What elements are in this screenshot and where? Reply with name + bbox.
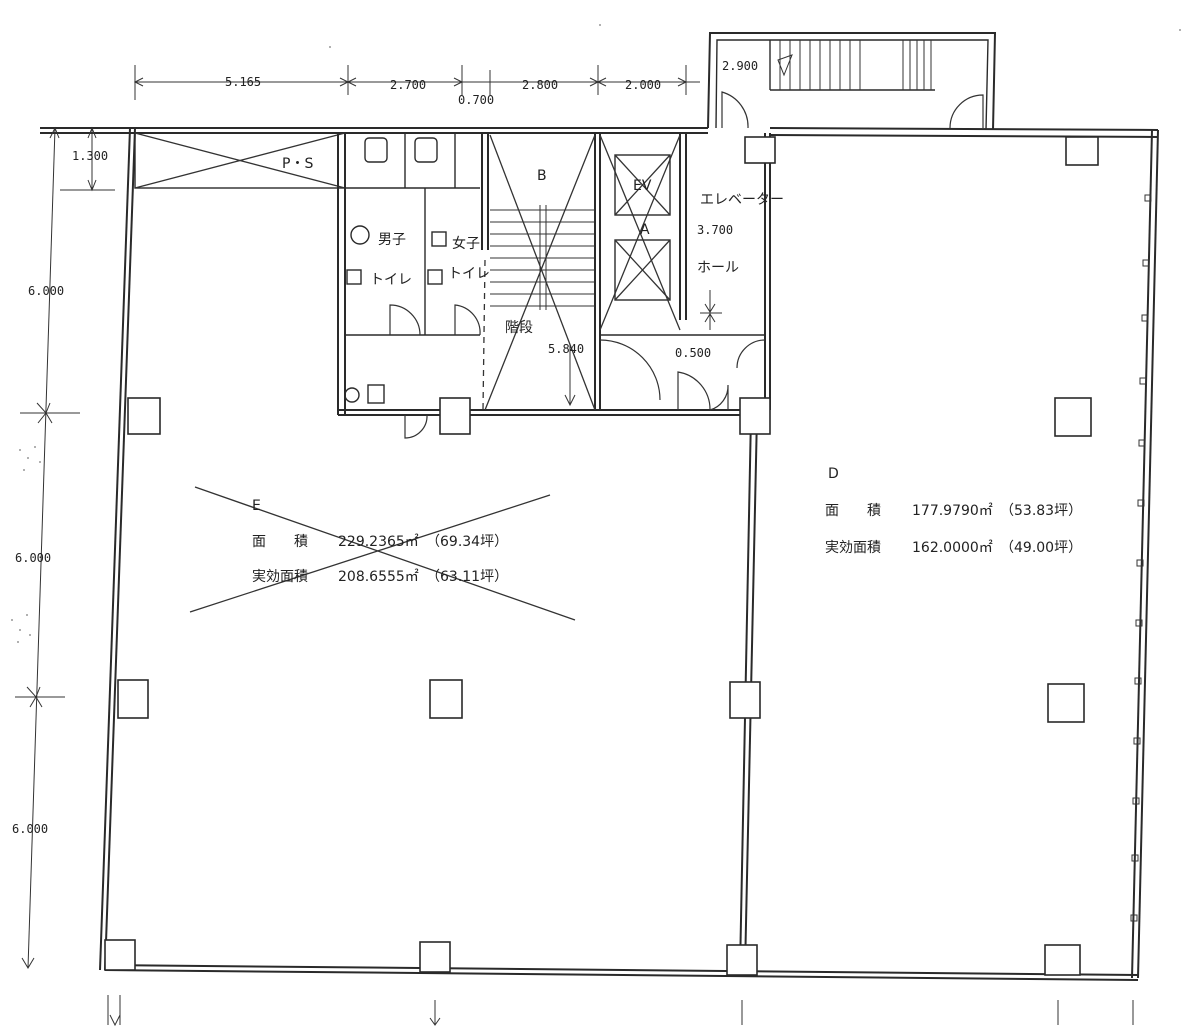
dim-top-1: 5.165 [225, 75, 261, 89]
dim-hall-width: 3.700 [697, 223, 733, 237]
dim-top-6: 2.900 [722, 59, 758, 73]
dim-top-4: 2.800 [522, 78, 558, 92]
unit-d: D 面 積 177.9790㎡ （53.83坪） 実効面積 162.0000㎡ … [825, 466, 1082, 556]
dim-top-5: 2.000 [625, 78, 661, 92]
elevator-hall-label-1: エレベーター [700, 192, 784, 208]
elevator-shafts: EV A [599, 134, 681, 331]
womens-label-1: 女子 [452, 235, 480, 252]
womens-label-2: トイレ [448, 266, 490, 282]
unit-e-area: 229.2365㎡ [338, 534, 419, 550]
unit-e-area-tsubo: （69.34坪） [426, 534, 508, 550]
core-walls [337, 133, 771, 416]
dim-core-depth: 5.840 [548, 342, 584, 356]
unit-e: E 面 積 229.2365㎡ （69.34坪） 実効面積 208.6555㎡ … [189, 486, 576, 621]
right-wall-ticks [1130, 194, 1152, 922]
stairs-label: 階段 [505, 320, 533, 336]
stair-b-label: B [537, 168, 547, 184]
elevator-hall-label-2: ホール [697, 260, 739, 276]
dim-left-4: 6.000 [12, 822, 48, 836]
dim-left-2: 6.000 [28, 284, 64, 298]
scan-noise [11, 24, 1181, 643]
dim-top-2: 2.700 [390, 78, 426, 92]
columns [104, 136, 1099, 976]
top-dimension-line: 5.165 2.700 0.700 2.800 2.000 2.900 [133, 59, 758, 107]
unit-d-area-tsubo: （53.83坪） [1000, 503, 1082, 519]
bottom-marks [107, 995, 1134, 1027]
hall-doors [599, 290, 766, 411]
unit-d-effective: 162.0000㎡ [912, 540, 993, 556]
dim-hall-gap: 0.500 [675, 346, 711, 360]
toilets: 男子 トイレ 女子 トイレ [344, 137, 490, 439]
dim-top-3: 0.700 [458, 93, 494, 107]
unit-e-id: E [252, 498, 261, 514]
annex-stair-box [707, 32, 997, 131]
stair-core: B 階段 [484, 134, 596, 411]
ev-a-label: A [640, 222, 650, 238]
unit-e-effective-tsubo: （63.11坪） [426, 569, 508, 585]
unit-d-id: D [828, 466, 839, 482]
unit-e-effective: 208.6555㎡ [338, 569, 419, 585]
ps-label: P・S [282, 156, 313, 172]
unit-d-area-label: 面 積 [825, 503, 881, 519]
unit-d-effective-tsubo: （49.00坪） [1000, 540, 1082, 556]
ps-shaft: P・S [134, 132, 346, 189]
unit-e-effective-label: 実効面積 [252, 569, 308, 585]
mens-label-2: トイレ [370, 272, 412, 288]
ev-label: EV [633, 178, 652, 194]
unit-e-area-label: 面 積 [252, 534, 308, 550]
dim-left-3: 6.000 [15, 551, 51, 565]
unit-d-effective-label: 実効面積 [825, 540, 881, 556]
left-dimension-line: 1.300 6.000 6.000 6.000 [12, 126, 115, 969]
unit-d-area: 177.9790㎡ [912, 503, 993, 519]
dim-left-1: 1.300 [72, 149, 108, 163]
mens-label-1: 男子 [378, 232, 406, 248]
